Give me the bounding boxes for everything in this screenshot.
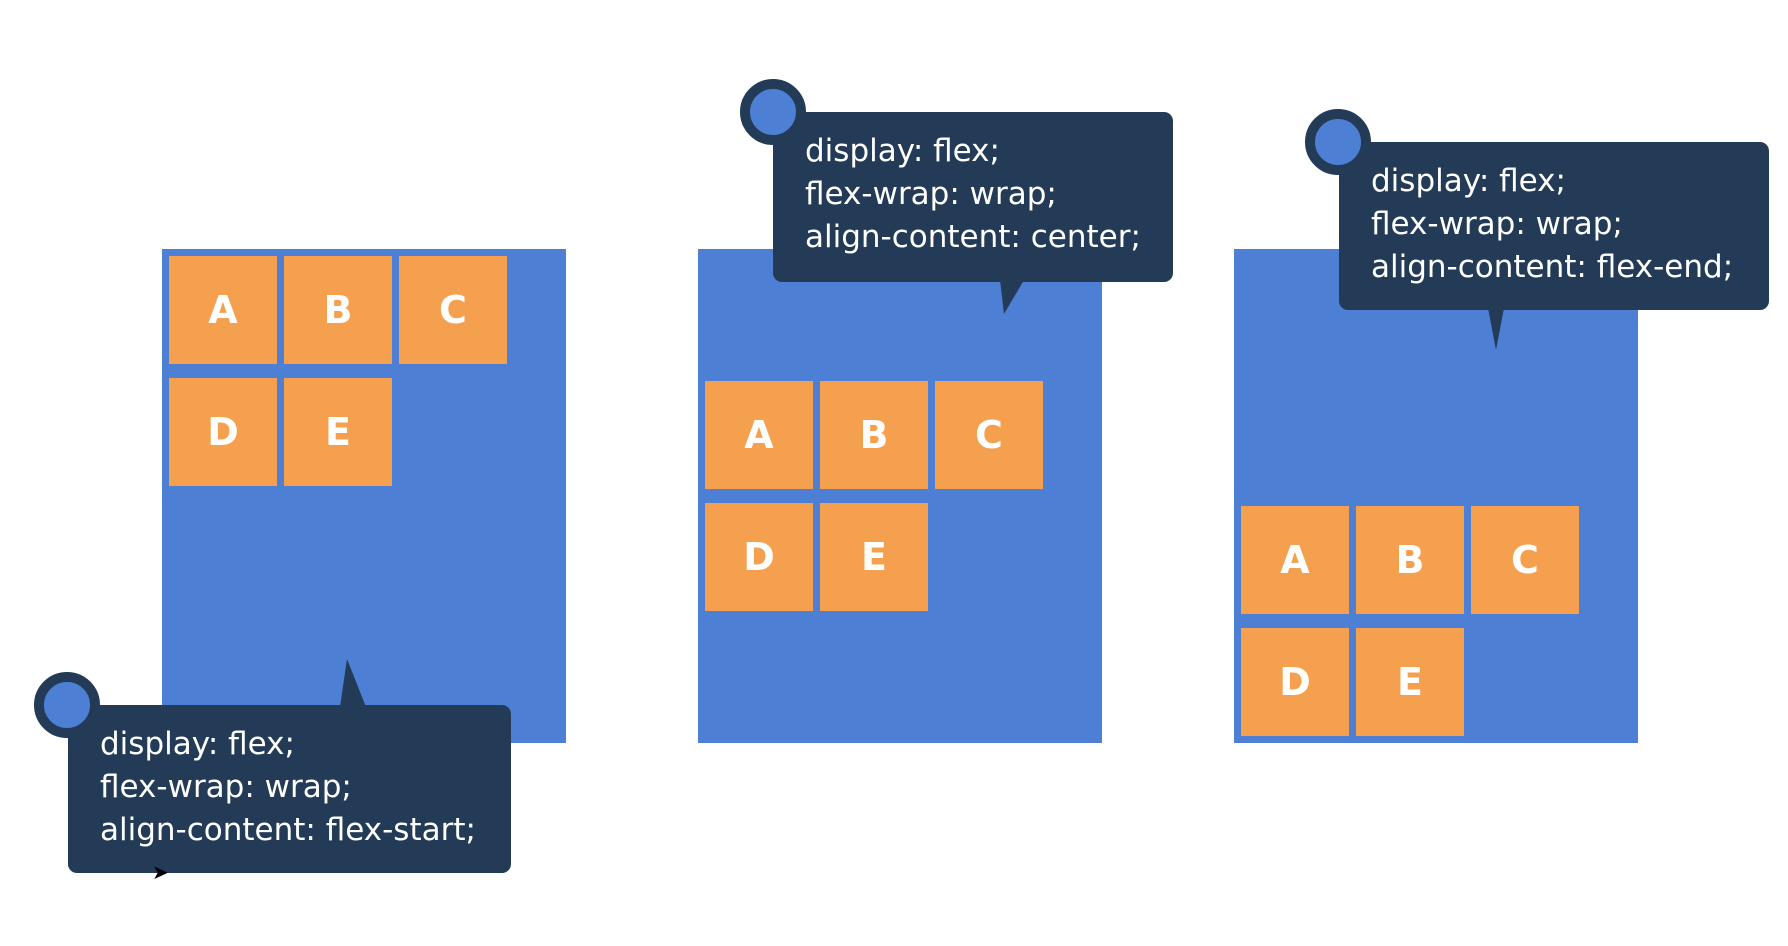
flex-item: A	[169, 256, 277, 364]
code-line: display: flex;	[805, 133, 1000, 169]
code-line: display: flex;	[100, 726, 295, 762]
flex-item: D	[169, 378, 277, 486]
flex-container-center: A B C D E	[698, 249, 1102, 743]
code-line: flex-wrap: wrap;	[1371, 206, 1623, 242]
code-line: align-content: flex-end;	[1371, 249, 1734, 285]
flex-item: C	[935, 381, 1043, 489]
callout-bubble	[1305, 109, 1371, 175]
callout-tail	[1488, 308, 1504, 350]
code-line: flex-wrap: wrap;	[805, 176, 1057, 212]
callout-tail	[340, 659, 366, 707]
flex-container-flex-start: A B C D E	[162, 249, 566, 743]
flex-container-flex-end: A B C D E	[1234, 249, 1638, 743]
code-callout-flex-end: display: flex; flex-wrap: wrap; align-co…	[1339, 142, 1769, 310]
flex-item: E	[820, 503, 928, 611]
mouse-cursor-icon: ➤	[152, 860, 169, 884]
flex-item: C	[399, 256, 507, 364]
flex-item: B	[284, 256, 392, 364]
flex-item: D	[705, 503, 813, 611]
code-line: flex-wrap: wrap;	[100, 769, 352, 805]
flex-item: A	[705, 381, 813, 489]
flex-item: B	[820, 381, 928, 489]
callout-bubble	[740, 79, 806, 145]
flex-item: B	[1356, 506, 1464, 614]
code-callout-center: display: flex; flex-wrap: wrap; align-co…	[773, 112, 1173, 282]
flex-item: D	[1241, 628, 1349, 736]
flex-item: A	[1241, 506, 1349, 614]
flex-item: E	[284, 378, 392, 486]
code-line: align-content: flex-start;	[100, 812, 476, 848]
code-callout-flex-start: display: flex; flex-wrap: wrap; align-co…	[68, 705, 511, 873]
flex-item: C	[1471, 506, 1579, 614]
flex-item: E	[1356, 628, 1464, 736]
callout-bubble	[34, 672, 100, 738]
code-line: align-content: center;	[805, 219, 1141, 255]
code-line: display: flex;	[1371, 163, 1566, 199]
callout-tail	[1000, 280, 1024, 314]
